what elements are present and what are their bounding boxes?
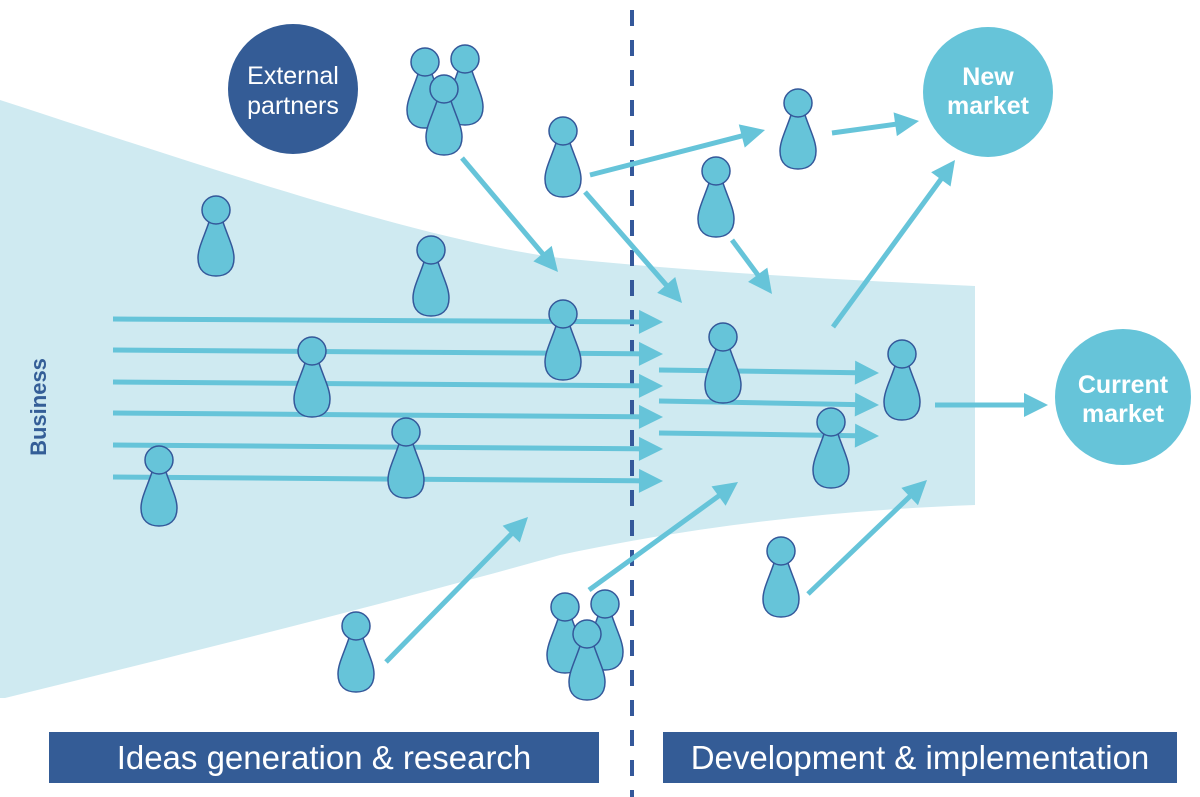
business-side-label: Business	[26, 358, 51, 456]
person-icon	[544, 116, 582, 198]
development-flow-arrow	[658, 392, 879, 417]
idea-flow-arrow	[112, 373, 663, 398]
external-partners-label-line2: partners	[247, 92, 339, 120]
input-arrow	[587, 482, 738, 593]
person-icon	[293, 336, 331, 418]
input-arrow	[384, 517, 528, 664]
person-icon	[812, 407, 850, 489]
business-funnel	[0, 100, 975, 698]
person-icon	[197, 195, 235, 277]
new-market-label-line2: market	[947, 92, 1030, 120]
input-arrow	[583, 190, 682, 303]
person-icon	[762, 536, 800, 618]
person-icon	[704, 322, 742, 404]
current-market-arrow	[935, 393, 1048, 417]
person-icon	[140, 445, 178, 527]
person-icon	[544, 299, 582, 381]
arrows	[112, 112, 1048, 664]
current-market-label-line1: Current	[1078, 371, 1169, 399]
people	[140, 44, 921, 701]
idea-flow-arrow	[112, 436, 663, 461]
spinout-arrow	[589, 124, 765, 178]
person-icon	[337, 611, 375, 693]
partner-input-arrow	[460, 156, 558, 272]
input-arrow	[729, 238, 772, 294]
phase-label-development: Development & implementation	[691, 739, 1150, 776]
current-market-label-line2: market	[1082, 400, 1165, 428]
new-market-arrow	[830, 160, 955, 329]
idea-flow-arrow	[112, 468, 663, 493]
input-arrow	[806, 480, 927, 596]
development-flow-arrow	[658, 360, 879, 385]
person-icon	[387, 417, 425, 499]
new-market-node: New market	[923, 27, 1053, 157]
phase-banner-development: Development & implementation	[663, 732, 1177, 783]
phase-banner-ideas: Ideas generation & research	[49, 732, 599, 783]
idea-flow-arrow	[112, 404, 663, 429]
person-icon	[883, 339, 921, 421]
current-market-node: Current market	[1055, 329, 1191, 465]
new-market-label-line1: New	[962, 63, 1014, 91]
person-icon	[425, 74, 463, 156]
phase-label-ideas: Ideas generation & research	[117, 739, 532, 776]
person-icon	[412, 235, 450, 317]
person-icon	[697, 156, 735, 238]
external-partners-node: External partners	[228, 24, 358, 154]
new-market-arrow	[831, 112, 919, 137]
person-icon	[568, 619, 606, 701]
person-icon	[779, 88, 817, 170]
external-partners-label-line1: External	[247, 62, 339, 90]
